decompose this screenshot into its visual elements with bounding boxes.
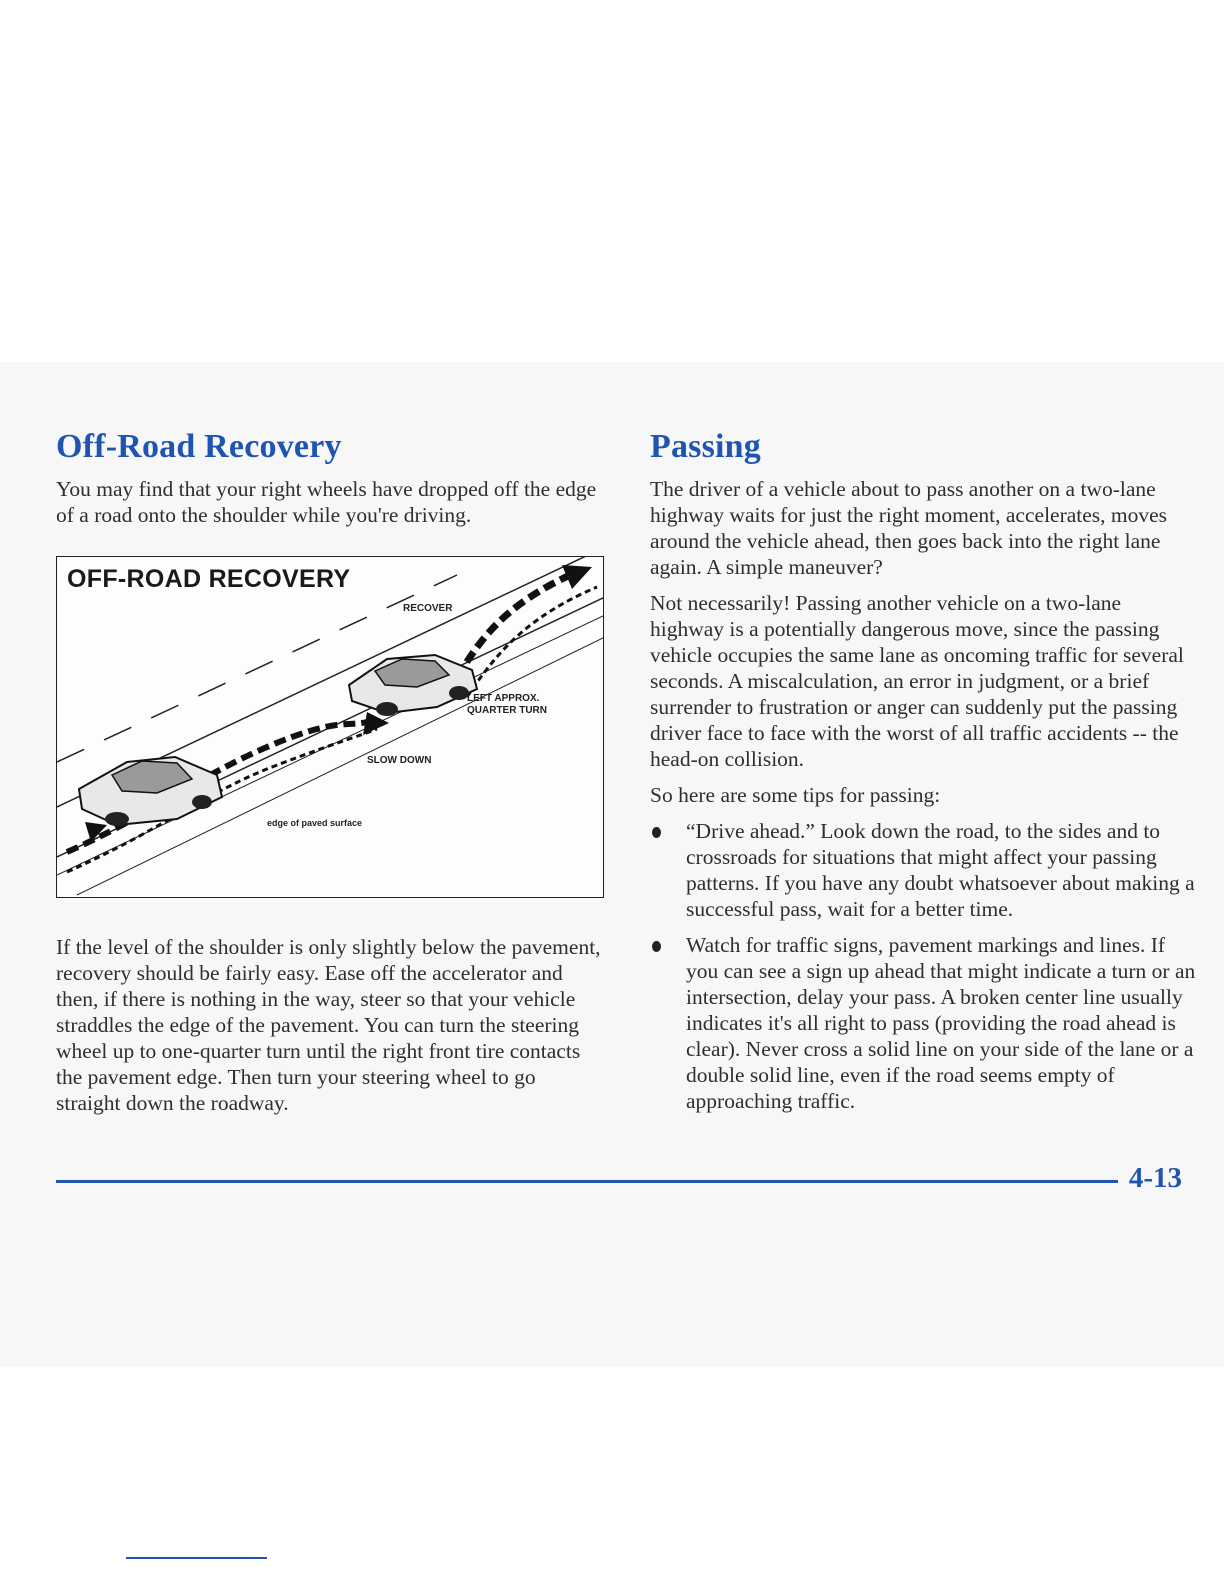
section-title-off-road-recovery: Off-Road Recovery — [56, 428, 342, 465]
list-item: “Drive ahead.” Look down the road, to th… — [650, 818, 1198, 922]
path-arrow — [66, 727, 378, 874]
arrow-head — [562, 565, 592, 589]
list-item: Watch for traffic signs, pavement markin… — [650, 932, 1198, 1114]
road-diagram — [57, 557, 603, 896]
shoulder-line — [76, 637, 603, 896]
label-slow-down: SLOW DOWN — [367, 755, 432, 766]
label-recover: RECOVER — [403, 603, 453, 614]
bullet-icon — [652, 827, 661, 838]
footer-rule — [56, 1180, 1118, 1183]
label-left-turn-1: LEFT APPROX. — [467, 693, 540, 704]
right-column: Passing The driver of a vehicle about to… — [650, 428, 1198, 1124]
arrow-head — [85, 822, 107, 842]
passing-paragraph-3: So here are some tips for passing: — [650, 783, 941, 807]
recover-arrow — [454, 568, 579, 679]
label-edge-of-paved-surface: edge of paved surface — [267, 818, 363, 828]
section-title-passing: Passing — [650, 428, 761, 465]
figure-title: OFF-ROAD RECOVERY — [67, 565, 355, 594]
off-road-recovery-illustration: OFF-ROAD RECOVERY RECOVER LEFT APPROX. Q… — [56, 556, 604, 898]
left-column: Off-Road Recovery You may find that your… — [56, 428, 604, 1126]
tip-text: “Drive ahead.” Look down the road, to th… — [686, 819, 1195, 921]
passing-paragraph-1: The driver of a vehicle about to pass an… — [650, 477, 1168, 579]
passing-tips-list: “Drive ahead.” Look down the road, to th… — [650, 818, 1198, 1114]
center-line — [57, 574, 458, 763]
car-rear — [77, 755, 224, 827]
tip-text: Watch for traffic signs, pavement markin… — [686, 933, 1196, 1113]
car-front — [347, 653, 479, 716]
bullet-icon — [652, 941, 661, 952]
label-left-turn-2: QUARTER TURN — [467, 705, 547, 716]
recovery-paragraph: If the level of the shoulder is only sli… — [56, 935, 601, 1115]
page-number: 4-13 — [1128, 1162, 1182, 1194]
arrow-head — [363, 712, 389, 735]
passing-paragraph-2: Not necessarily! Passing another vehicle… — [650, 591, 1184, 771]
bottom-link-underline — [126, 1557, 267, 1559]
intro-paragraph: You may find that your right wheels have… — [56, 477, 597, 527]
